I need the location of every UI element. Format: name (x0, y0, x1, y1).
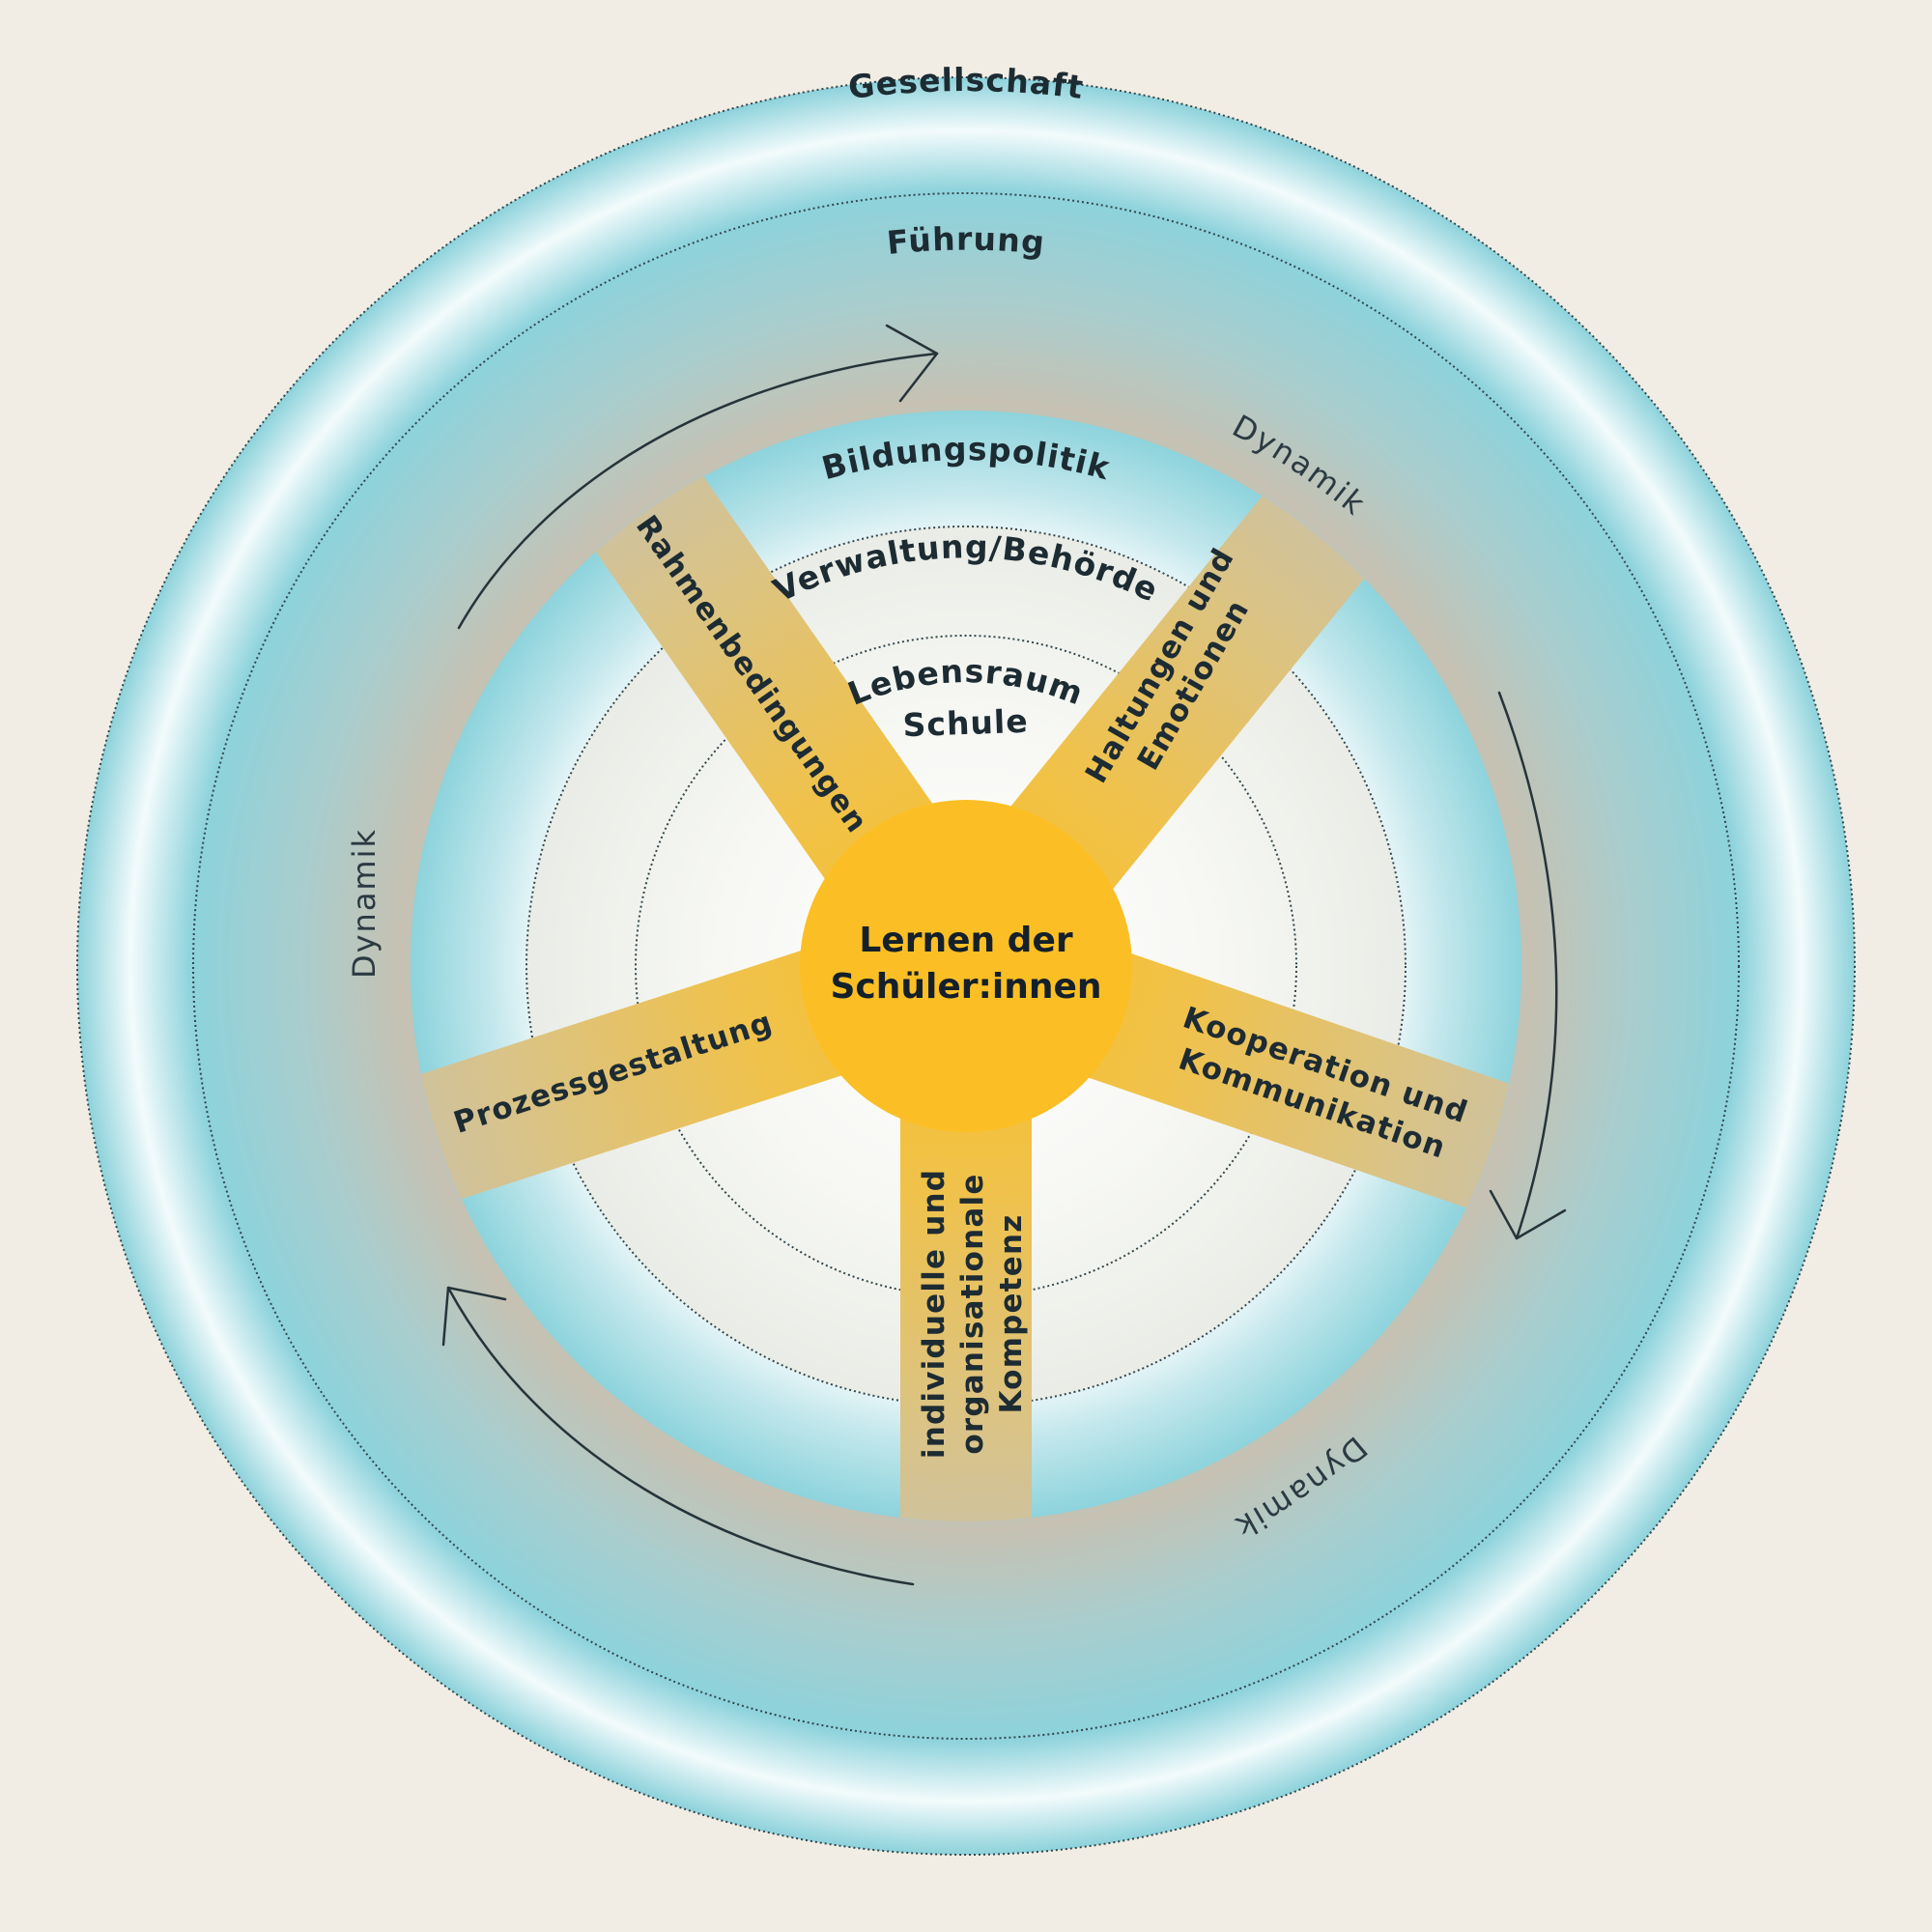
label-kompetenz-line2: organisationale (955, 1173, 990, 1454)
arrow-top (457, 352, 939, 630)
arrow-top-head (885, 324, 939, 403)
label-fuhrung: Führung (885, 220, 1046, 262)
arrow-right-head (1489, 1189, 1567, 1240)
dynamics-arrows (441, 324, 1567, 1586)
label-dynamik-left: Dynamik (346, 828, 383, 979)
label-kompetenz-line1: individuelle und (917, 1169, 952, 1459)
arrow-bottom-left (446, 1286, 915, 1586)
center-title-line1: Lernen der (859, 921, 1073, 960)
arrow-bottom-left-head (441, 1286, 507, 1347)
label-schule: Schule (902, 702, 1029, 745)
center-title-line2: Schüler:innen (830, 967, 1101, 1007)
center-circle (800, 800, 1132, 1132)
label-kompetenz: individuelle und organisationale Kompete… (917, 1169, 1029, 1459)
arrow-right (1497, 691, 1558, 1240)
label-kompetenz-line3: Kompetenz (994, 1213, 1029, 1413)
